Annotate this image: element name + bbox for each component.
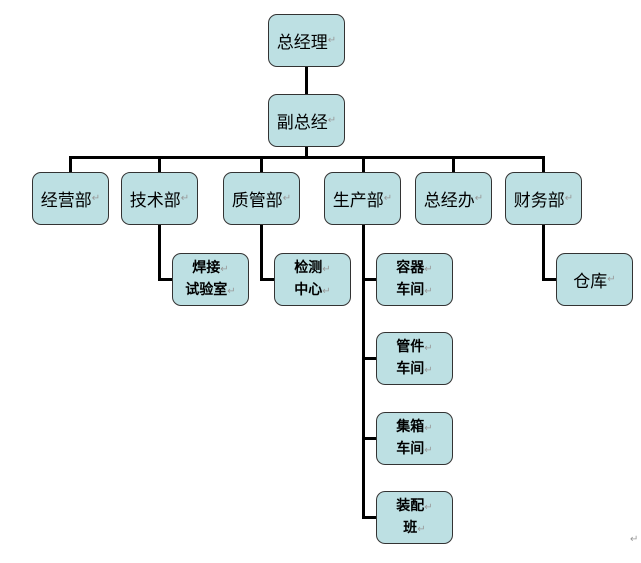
connector xyxy=(69,156,545,159)
node-label: 经营部 xyxy=(40,191,92,211)
node-welding-lab: 焊接↵试验室↵ xyxy=(172,253,249,306)
node-label: 焊接 xyxy=(192,259,221,276)
connector xyxy=(69,156,72,173)
node-label: 容器 xyxy=(396,259,425,276)
connector xyxy=(305,66,308,95)
node-general-manager: 总经理↵ xyxy=(268,14,345,67)
connector xyxy=(362,156,365,173)
connector xyxy=(362,516,377,519)
connector xyxy=(362,357,377,360)
node-label: 质管部 xyxy=(231,191,283,211)
connector xyxy=(305,145,308,158)
connector xyxy=(362,278,377,281)
node-department: 经营部↵ xyxy=(32,172,109,225)
node-label: 班 xyxy=(403,519,418,536)
node-inspection-center: 检测↵中心↵ xyxy=(274,253,351,306)
node-label: 试验室 xyxy=(185,281,228,298)
node-department: 总经办↵ xyxy=(415,172,492,225)
node-label: 总经理 xyxy=(276,33,328,53)
node-label: 财务部 xyxy=(513,191,565,211)
connector xyxy=(542,225,545,281)
node-label: 车间 xyxy=(396,281,425,298)
node-department: 生产部↵ xyxy=(324,172,401,225)
connector xyxy=(542,156,545,173)
connector xyxy=(158,156,161,173)
node-workshop: 管件↵车间↵ xyxy=(376,332,453,385)
node-department: 财务部↵ xyxy=(505,172,582,225)
connector xyxy=(362,437,377,440)
node-label: 技术部 xyxy=(129,191,181,211)
node-label: 生产部 xyxy=(332,191,384,211)
node-deputy-manager: 副总经↵ xyxy=(268,94,345,147)
connector xyxy=(362,225,365,519)
connector xyxy=(452,156,455,173)
node-assembly-team: 装配↵班↵ xyxy=(376,491,453,544)
node-label: 副总经 xyxy=(276,113,328,133)
connector xyxy=(542,278,557,281)
node-label: 车间 xyxy=(396,360,425,377)
node-label: 检测 xyxy=(294,259,323,276)
connector xyxy=(260,156,263,173)
node-label: 仓库 xyxy=(573,272,608,292)
connector xyxy=(260,225,263,281)
node-department: 质管部↵ xyxy=(223,172,300,225)
node-label: 中心 xyxy=(294,281,323,298)
node-warehouse: 仓库↵ xyxy=(556,253,633,306)
connector xyxy=(158,225,161,281)
node-label: 装配 xyxy=(396,497,425,514)
node-label: 车间 xyxy=(396,440,425,457)
node-label: 集箱 xyxy=(396,418,425,435)
connector xyxy=(158,278,173,281)
paragraph-mark: ↵ xyxy=(630,534,639,545)
node-label: 总经办 xyxy=(423,191,475,211)
node-department: 技术部↵ xyxy=(121,172,198,225)
connector xyxy=(260,278,275,281)
node-label: 管件 xyxy=(396,338,425,355)
node-workshop: 容器↵车间↵ xyxy=(376,253,453,306)
node-workshop: 集箱↵车间↵ xyxy=(376,412,453,465)
